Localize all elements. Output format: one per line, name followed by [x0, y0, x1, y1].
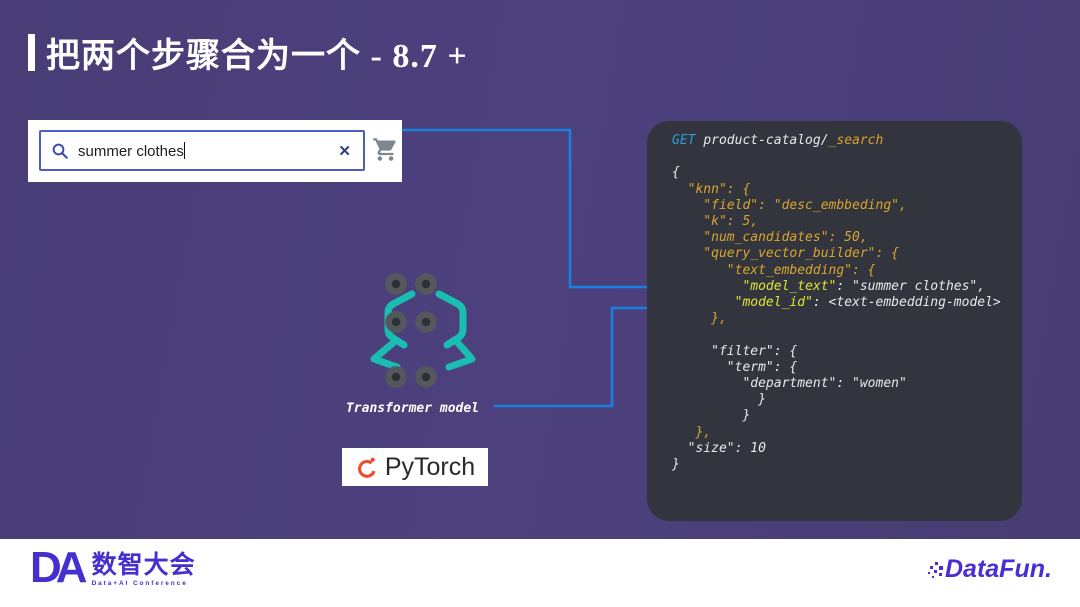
search-icon: [52, 143, 68, 159]
pytorch-logo: PyTorch: [342, 448, 488, 486]
code-line: [672, 149, 1022, 165]
code-line: "query_vector_builder": {: [672, 246, 899, 262]
transformer-icon: [370, 273, 475, 388]
datafun-sparkle-icon: [928, 561, 943, 578]
title-accent-bar: [28, 34, 35, 71]
code-line: }: [672, 457, 680, 473]
da-logo-text: DA: [30, 543, 88, 592]
footer-bar: DA 数智大会 Data+AI Conference DataFun.: [0, 539, 1080, 607]
code-line: GET product-catalog/_search: [672, 133, 884, 148]
transformer-model: Transformer model: [330, 270, 495, 416]
code-line: "knn": {: [672, 181, 751, 197]
code-line: "filter": {: [672, 343, 798, 359]
pytorch-flame-icon: [357, 457, 376, 478]
transformer-label: Transformer model: [345, 401, 480, 416]
datafun-logo: DataFun.: [928, 555, 1052, 584]
code-line: },: [672, 424, 712, 440]
code-line: "field": "desc_embbeding",: [672, 197, 907, 213]
code-line: {: [672, 165, 680, 181]
da-logo-cn: 数智大会: [91, 551, 196, 579]
datafun-logo-text: DataFun.: [945, 555, 1052, 583]
pytorch-label: PyTorch: [384, 452, 476, 481]
clear-search-icon[interactable]: ✕: [338, 142, 351, 160]
search-input[interactable]: summer clothes ✕: [39, 130, 365, 171]
code-line: }: [672, 408, 751, 424]
code-line: }: [672, 392, 766, 408]
da-logo-subtitle: Data+AI Conference: [91, 580, 188, 587]
code-line: "model_id": <text-embedding-model>: [734, 295, 1001, 311]
code-line: [672, 327, 1022, 343]
code-line: "num_candidates": 50,: [672, 230, 868, 246]
code-line: "model_text": "summer clothes",: [742, 278, 986, 294]
code-line: "size": 10: [672, 440, 766, 456]
search-value: summer clothes: [78, 142, 184, 160]
code-line: "k": 5,: [672, 214, 759, 230]
cart-icon[interactable]: [372, 136, 399, 168]
text-caret: [183, 141, 186, 159]
search-panel: summer clothes ✕: [28, 120, 402, 182]
code-line: "term": {: [672, 359, 798, 375]
page-title: 把两个步骤合为一个 - 8.7 +: [46, 38, 468, 75]
code-line: },: [672, 311, 727, 327]
code-line: "text_embedding": {: [672, 262, 876, 278]
title-row: 把两个步骤合为一个 - 8.7 +: [28, 28, 468, 77]
code-block: GET product-catalog/_search { "knn": { "…: [647, 121, 1022, 521]
da-conference-logo: DA 数智大会 Data+AI Conference: [30, 543, 196, 592]
code-lines: GET product-catalog/_search { "knn": { "…: [672, 133, 1022, 473]
code-line: "department": "women": [672, 376, 907, 392]
